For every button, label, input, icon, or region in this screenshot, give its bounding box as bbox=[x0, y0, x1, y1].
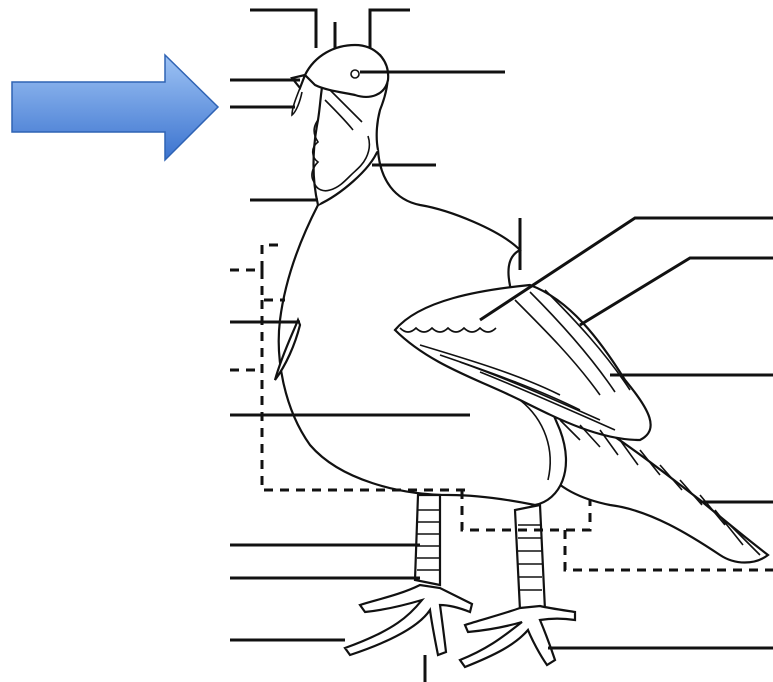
turkey-snood bbox=[292, 88, 302, 115]
turkey-left-foot bbox=[345, 585, 472, 655]
turkey-right-leg bbox=[515, 505, 545, 610]
turkey-illustration bbox=[275, 45, 768, 667]
turkey-right-foot bbox=[460, 606, 575, 667]
right-arrow-icon bbox=[12, 55, 218, 160]
turkey-left-leg bbox=[415, 495, 440, 585]
